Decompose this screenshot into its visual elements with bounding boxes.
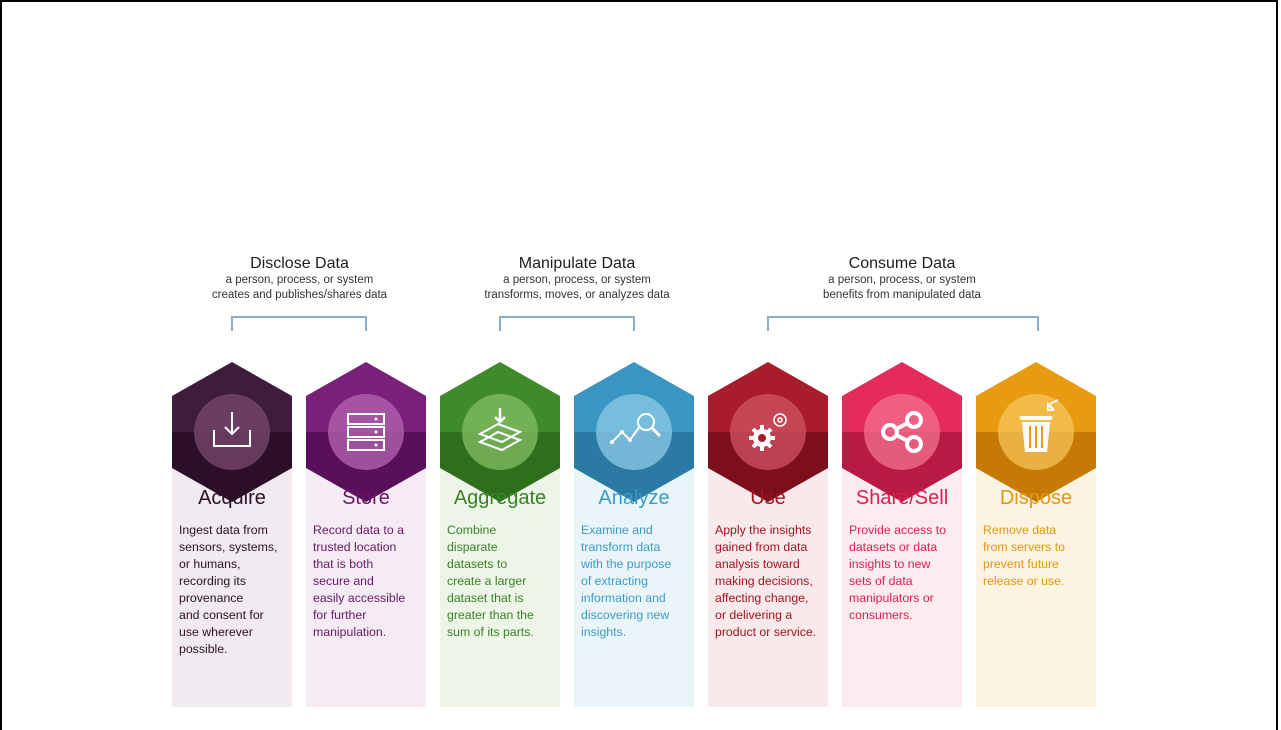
card-hexagon (440, 362, 560, 502)
gears-icon (749, 413, 787, 451)
bracket-manipulate (499, 316, 635, 331)
card-description: Ingest data from sensors, systems, or hu… (179, 523, 278, 656)
card-title: Dispose (999, 487, 1073, 509)
group-disclose-data: Disclose Data a person, process, or syst… (182, 255, 417, 303)
card-title: Use (750, 487, 786, 509)
card-hexagon (172, 362, 292, 502)
card-hexagon (574, 362, 694, 502)
server-stack-icon (347, 413, 385, 451)
group-subtitle-line1: a person, process, or system (828, 274, 976, 286)
bracket-disclose (231, 316, 367, 331)
card-title: Share/Sell (855, 487, 949, 509)
card-hexagon (306, 362, 426, 502)
group-subtitle-line1: a person, process, or system (225, 274, 374, 286)
card-description: Combine disparate datasets to create a l… (447, 523, 534, 639)
card-description: Remove data from servers to prevent futu… (983, 523, 1065, 588)
group-subtitle-line1: a person, process, or system (503, 274, 651, 286)
card-title: Analyze (598, 487, 670, 509)
download-tray-icon (213, 412, 251, 447)
group-consume-data: Consume Data a person, process, or syste… (782, 255, 1022, 303)
group-title: Manipulate Data (518, 255, 636, 272)
card-hexagon (708, 362, 828, 502)
card-title: Aggregate (453, 487, 547, 509)
group-title: Disclose Data (250, 255, 349, 272)
group-subtitle-line2: creates and publishes/shares data (211, 289, 388, 301)
analytics-search-icon (610, 413, 662, 444)
card-title: Acquire (198, 487, 266, 509)
card-description: Examine and transform data with the purp… (581, 523, 672, 639)
card-description: Provide access to datasets or data insig… (849, 523, 947, 622)
card-hexagon (842, 362, 962, 502)
card-hexagon (976, 362, 1096, 502)
group-manipulate-data: Manipulate Data a person, process, or sy… (447, 255, 707, 303)
group-subtitle-line2: benefits from manipulated data (823, 289, 981, 301)
card-description: Apply the insights gained from data anal… (715, 523, 817, 639)
group-subtitle-line2: transforms, moves, or analyzes data (484, 289, 670, 301)
card-description: Record data to a trusted location that i… (313, 523, 406, 639)
card-title: Store (342, 487, 390, 509)
layers-icon (477, 408, 523, 452)
share-icon (881, 411, 923, 453)
trash-icon (1020, 399, 1059, 452)
group-title: Consume Data (848, 255, 956, 272)
bracket-consume (767, 316, 1039, 331)
